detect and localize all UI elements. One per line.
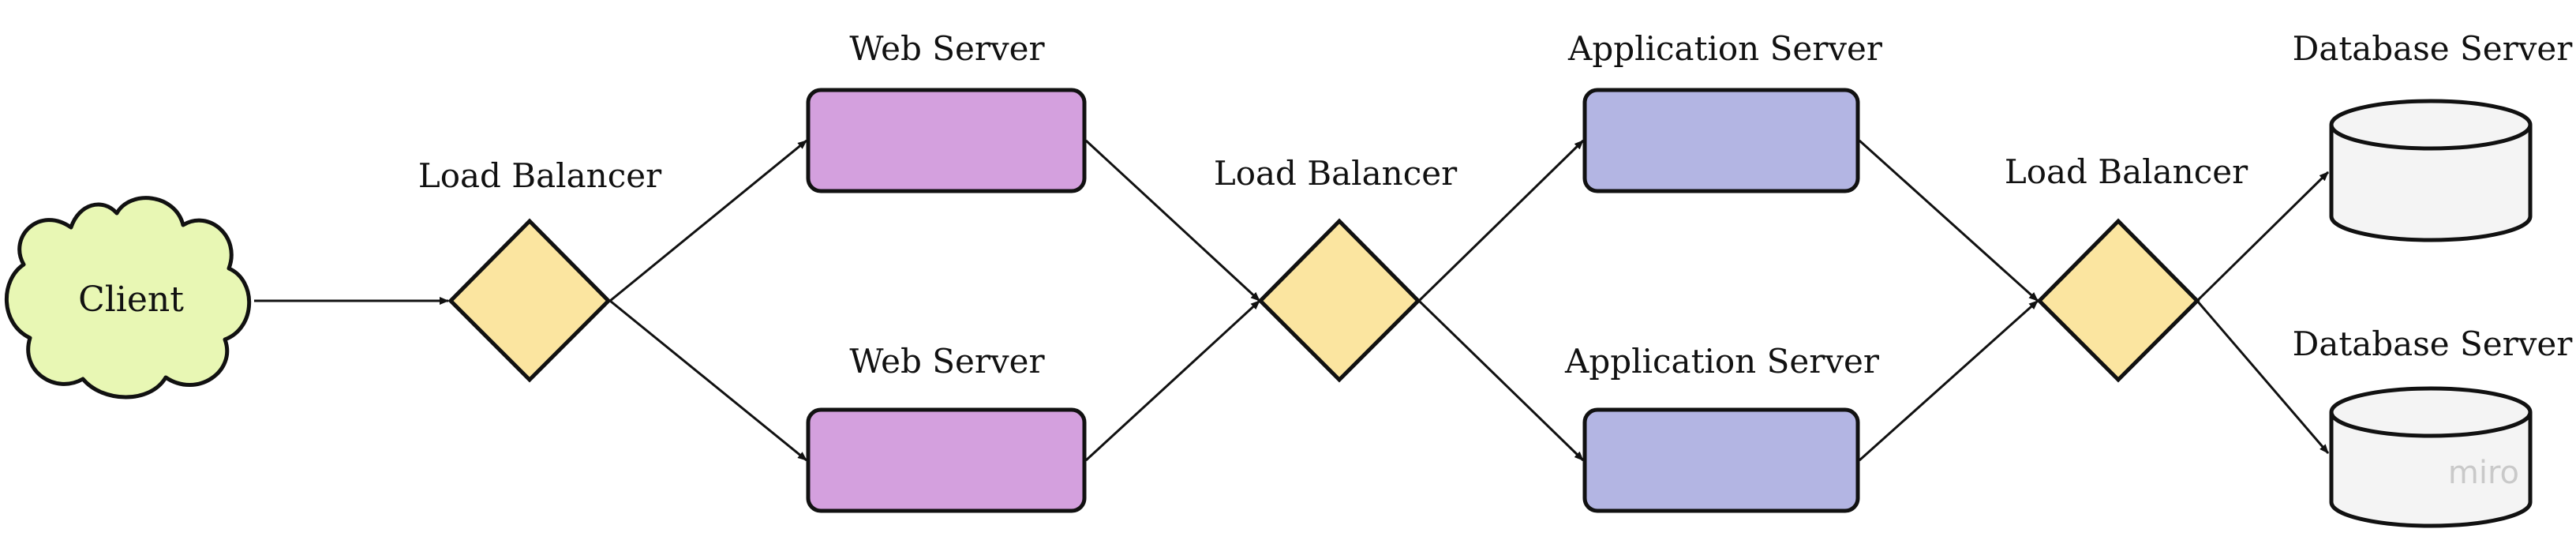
database-server-1[interactable]: Database Server: [2293, 29, 2574, 242]
miro-watermark: miro: [2448, 455, 2519, 491]
application-server-2[interactable]: Application Server: [1564, 342, 1880, 513]
application-server-1-box: [1582, 88, 1860, 193]
connectors: [254, 139, 2330, 462]
arrow-web1-to-lb2: [1084, 139, 1261, 302]
load-balancer-1[interactable]: Load Balancer: [418, 156, 662, 383]
arrow-lb1-to-web1: [609, 139, 807, 302]
load-balancer-2[interactable]: Load Balancer: [1214, 154, 1458, 383]
database-cylinder-rim: [2329, 124, 2533, 151]
cloud-icon: [5, 196, 252, 400]
arrow-lb1-to-web2: [609, 299, 807, 462]
web-server-1[interactable]: Web Server: [806, 29, 1087, 193]
arrow-lb2-to-app2: [1417, 299, 1585, 462]
arrow-web2-to-lb2: [1084, 299, 1261, 462]
database-cylinder-icon: [2329, 99, 2533, 242]
application-server-1[interactable]: Application Server: [1567, 29, 1883, 193]
application-server-2-box: [1582, 407, 1860, 513]
database-cylinder-icon: [2329, 386, 2533, 528]
web-server-2-box: [806, 407, 1087, 513]
application-server-1-label: Application Server: [1567, 29, 1883, 68]
load-balancer-3[interactable]: Load Balancer: [2005, 152, 2248, 383]
client-node[interactable]: Client: [5, 196, 252, 400]
web-server-1-label: Web Server: [849, 29, 1045, 68]
arrow-app1-to-lb3: [1858, 139, 2039, 302]
web-server-1-box: [806, 88, 1087, 193]
database-server-1-label: Database Server: [2293, 29, 2574, 68]
database-server-2[interactable]: Database Server: [2293, 325, 2574, 528]
web-server-2-label: Web Server: [849, 342, 1045, 381]
arrow-lb2-to-app1: [1417, 139, 1585, 302]
arrow-app2-to-lb3: [1859, 299, 2039, 462]
arrow-lb3-to-db2: [2196, 300, 2330, 454]
client-label: Client: [78, 280, 184, 320]
database-cylinder-rim: [2329, 411, 2533, 438]
diamond-icon: [2036, 218, 2200, 383]
diamond-icon: [1257, 218, 1421, 383]
arrow-lb3-to-db1: [2196, 171, 2330, 302]
application-server-2-label: Application Server: [1564, 342, 1880, 381]
diamond-icon: [447, 218, 612, 383]
web-server-2[interactable]: Web Server: [806, 342, 1087, 513]
load-balancer-1-label: Load Balancer: [418, 156, 662, 195]
load-balancer-3-label: Load Balancer: [2005, 152, 2248, 191]
load-balancer-2-label: Load Balancer: [1214, 154, 1458, 193]
database-server-2-label: Database Server: [2293, 325, 2574, 363]
